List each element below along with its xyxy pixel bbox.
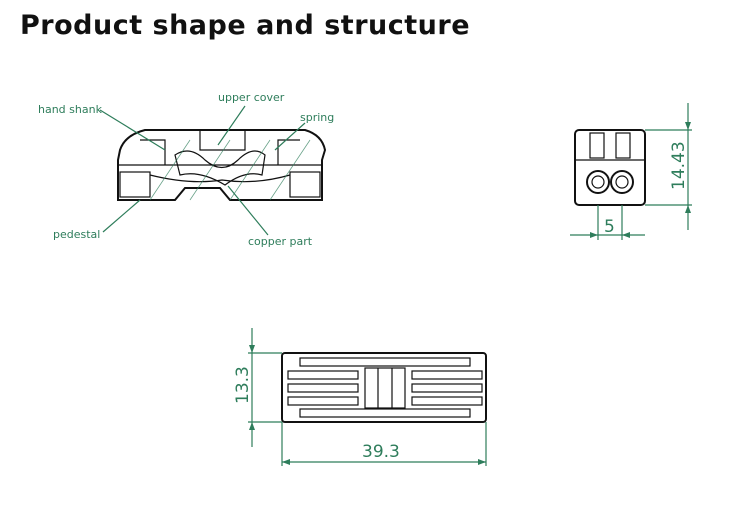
callout-hand-shank: hand shank xyxy=(38,103,103,116)
callout-pedestal: pedestal xyxy=(53,228,100,241)
page-title: Product shape and structure xyxy=(20,10,471,41)
callout-copper-part: copper part xyxy=(248,235,313,248)
end-view-drawing xyxy=(574,129,646,206)
dimension-side-pitch: 5 xyxy=(604,217,615,237)
dimension-top-length: 39.3 xyxy=(362,442,400,462)
callout-upper-cover: upper cover xyxy=(218,91,285,104)
cross-section-drawing xyxy=(117,129,327,201)
callout-spring: spring xyxy=(300,111,334,124)
top-view-drawing xyxy=(281,352,487,423)
dimension-side-height: 14.43 xyxy=(669,141,689,190)
dimension-top-height: 13.3 xyxy=(233,366,253,404)
